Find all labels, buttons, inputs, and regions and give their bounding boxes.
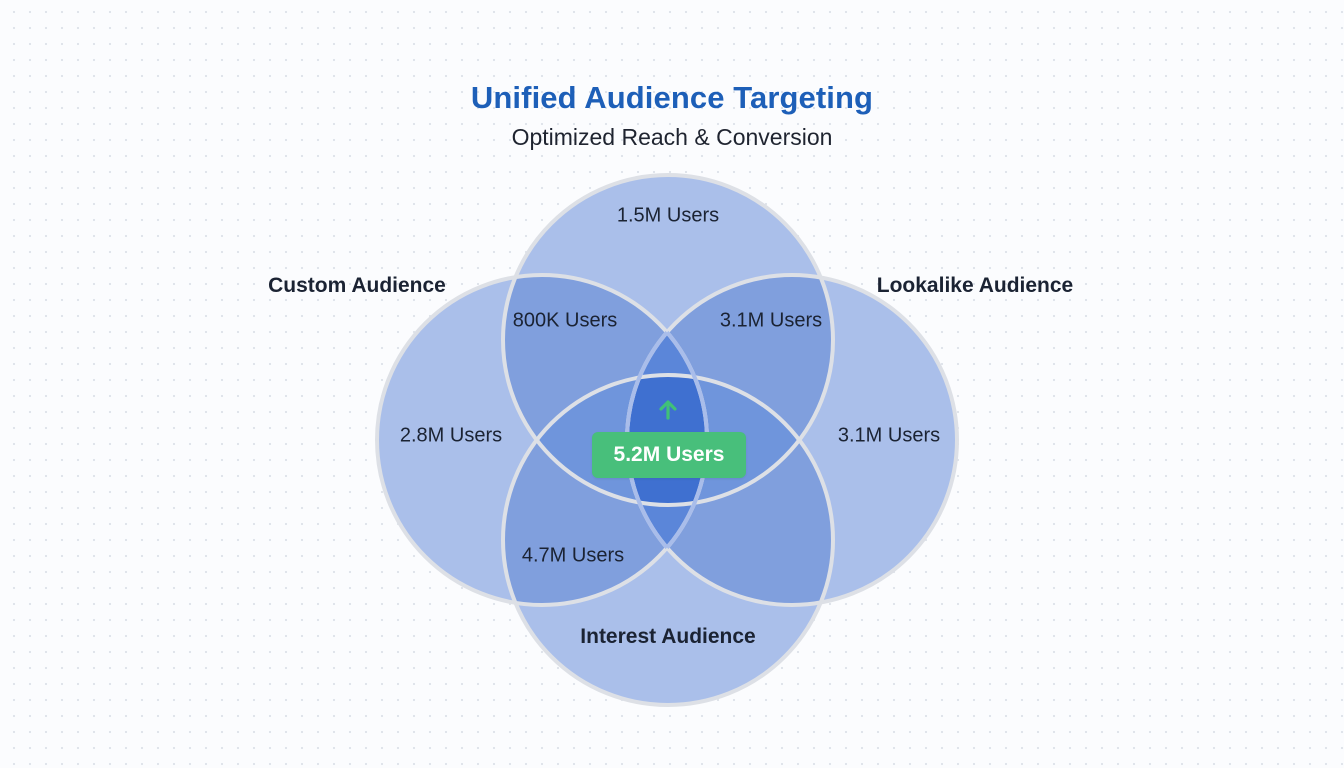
diagram-title: Unified Audience Targeting [470, 80, 874, 115]
arrow-up-icon [659, 400, 677, 420]
label-interest-audience: Interest Audience [580, 625, 756, 648]
diagram-subtitle: Optimized Reach & Conversion [511, 124, 833, 150]
value-lookalike-top-overlap: 3.1M Users [719, 309, 823, 332]
value-custom-top-overlap: 800K Users [512, 309, 618, 332]
value-lookalike-exclusive: 3.1M Users [837, 424, 941, 447]
label-lookalike-audience: Lookalike Audience [876, 274, 1074, 297]
value-top-exclusive: 1.5M Users [616, 204, 720, 227]
value-custom-interest-overlap: 4.7M Users [521, 544, 625, 567]
center-value-badge: 5.2M Users [592, 432, 746, 478]
label-custom-audience: Custom Audience [268, 274, 446, 297]
value-custom-exclusive: 2.8M Users [399, 424, 503, 447]
